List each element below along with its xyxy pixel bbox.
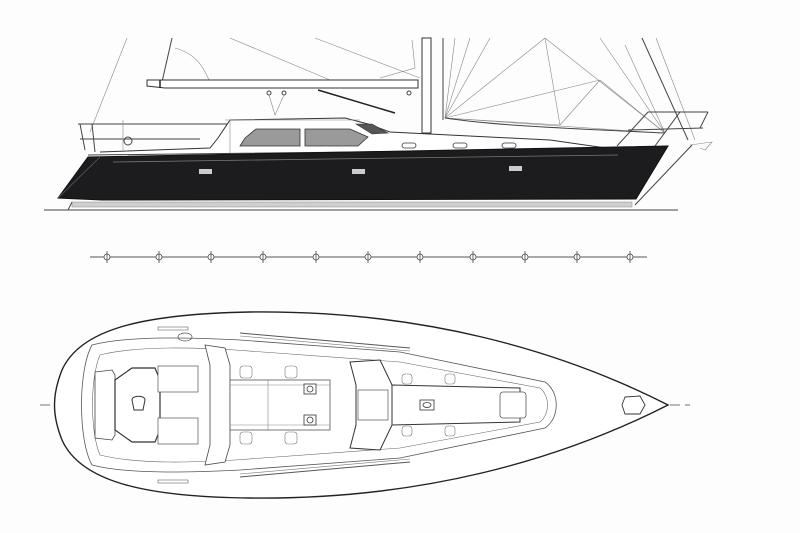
portlight [501,142,517,149]
scale-tick [207,251,215,263]
backstay-line [89,37,128,133]
scale-tick [469,251,477,263]
doghouse-window [304,128,369,147]
coaming-outline [81,337,557,473]
scale-tick [259,251,267,263]
winch-drum-icon [306,416,314,424]
jib-track [239,461,411,478]
windscreen [354,123,390,135]
transom-foot [67,201,73,211]
boom-vang [317,89,396,114]
aft-seat [157,365,199,393]
deck-hatch [239,431,253,445]
scale-ticks [103,251,634,263]
mast [421,37,432,134]
deck-hatch [444,373,456,385]
cockpit-coaming-aft [204,344,231,466]
mainsheet-line [268,94,285,116]
hull-stripe [112,154,619,163]
genoa-sheeting-fan [444,37,666,134]
mainsail-batten [229,37,331,81]
jib-track [239,335,411,352]
mainsail-luff-curve [379,39,416,79]
fuel-filler [177,332,193,342]
deck-hatch [239,365,253,379]
mast-section-icon [422,402,432,408]
forestay-line [641,37,689,141]
companionway-hatch [357,389,389,421]
scale-tick [312,251,320,263]
bow-anchor [689,141,713,151]
jib-track [239,332,411,349]
bow-stem-line [634,144,693,206]
deck-hatch [284,365,298,379]
stern-cleat [157,326,189,331]
stern-rail [78,123,230,153]
forward-hatch [499,391,527,419]
doghouse-window [239,128,301,147]
scale-tick [364,251,372,263]
deck-hatch [401,425,413,437]
scale-tick [103,251,111,263]
scale-tick [155,251,163,263]
inner-forestay-line [655,37,696,141]
deck-inner-outline [92,347,548,463]
boom [146,79,419,89]
deck-hatch [401,373,413,385]
mast-step [419,399,435,411]
aft-seat [157,417,199,445]
stern-light-icon [123,136,133,146]
scale-tick [573,251,581,263]
mainsail-batten-curve [174,47,211,83]
stern-cleat [157,479,189,484]
coachroof [391,384,521,426]
aft-companion-hatch [131,395,146,411]
hull-port [509,166,522,171]
boot-stripe [71,201,633,208]
winch-drum-icon [306,385,314,393]
winch [303,414,317,426]
jib-track [239,458,411,475]
scale-tick [521,251,529,263]
vang-block [406,90,412,96]
scale-tick [416,251,424,263]
hull-port [199,169,212,174]
winch [303,383,317,395]
bow-pulpit [616,111,709,147]
scale-tick [626,251,634,263]
deck-hatch [284,431,298,445]
aft-hatch [94,369,116,441]
mainsail-leech [161,37,173,83]
hull-port [352,169,365,174]
portlight [452,142,468,149]
portlight [401,142,417,149]
genoa-foot [444,117,666,134]
transom-edge [57,156,101,199]
deck-hatch [444,425,456,437]
anchor-locker [621,395,646,415]
